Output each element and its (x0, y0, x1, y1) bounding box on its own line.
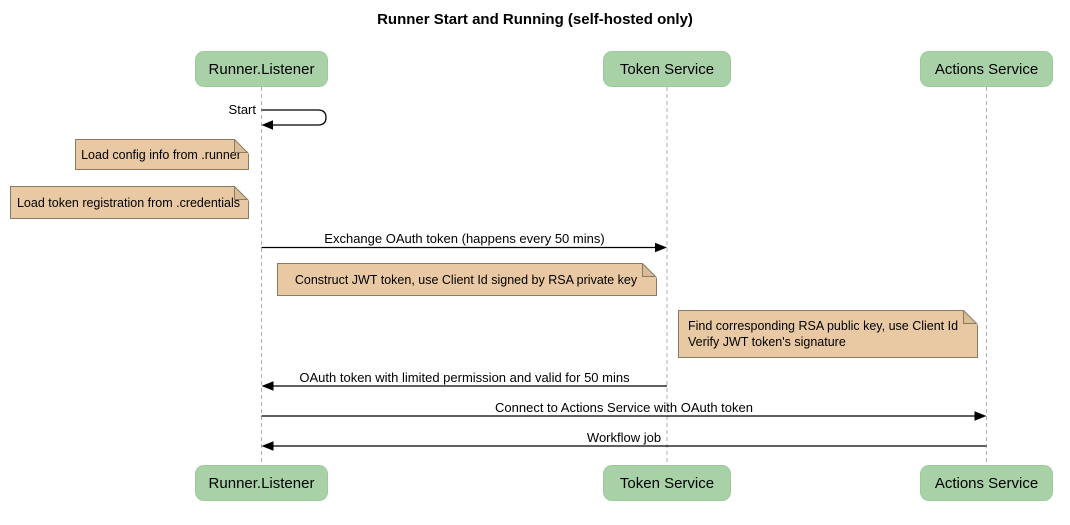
arrowhead-icon (655, 242, 667, 253)
note-fold-icon (234, 139, 249, 154)
arrowhead-icon (261, 120, 273, 130)
participant-label: Runner.Listener (208, 60, 315, 78)
note-text: Find corresponding RSA public key, use C… (688, 319, 959, 349)
participant-label: Runner.Listener (208, 474, 315, 492)
message-label-start: Start (228, 102, 256, 117)
arrowhead-icon (974, 411, 987, 421)
participant-label: Token Service (619, 474, 715, 492)
participant-label: Actions Service (934, 60, 1039, 78)
participant-label: Token Service (619, 60, 715, 78)
message-label-exchange-oauth: Exchange OAuth token (happens every 50 m… (324, 231, 605, 246)
note-text: Load token registration from .credential… (16, 195, 241, 210)
arrowhead-icon (261, 381, 274, 391)
note-fold-icon (963, 310, 978, 325)
participant-runner-listener-top: Runner.Listener (195, 51, 328, 87)
participant-actions-service-top: Actions Service (920, 51, 1053, 87)
note-verify-jwt: Find corresponding RSA public key, use C… (678, 310, 978, 358)
note-fold-icon (234, 186, 249, 201)
note-load-config: Load config info from .runner (75, 139, 249, 170)
note-construct-jwt: Construct JWT token, use Client Id signe… (277, 263, 657, 296)
note-text: Construct JWT token, use Client Id signe… (294, 272, 638, 287)
arrowhead-icon (261, 441, 274, 451)
participant-runner-listener-bottom: Runner.Listener (195, 465, 328, 501)
note-fold-icon (642, 263, 657, 278)
diagram-title: Runner Start and Running (self-hosted on… (377, 11, 693, 28)
participant-token-service-top: Token Service (603, 51, 731, 87)
message-arrow-start (261, 109, 327, 126)
message-label-oauth-returned: OAuth token with limited permission and … (299, 369, 630, 385)
note-text: Load config info from .runner (81, 147, 241, 162)
message-label-workflow-job: Workflow job (586, 429, 662, 445)
note-load-token-registration: Load token registration from .credential… (10, 186, 249, 219)
participant-label: Actions Service (934, 474, 1039, 492)
message-label-connect-actions: Connect to Actions Service with OAuth to… (495, 399, 753, 415)
participant-token-service-bottom: Token Service (603, 465, 731, 501)
participant-actions-service-bottom: Actions Service (920, 465, 1053, 501)
